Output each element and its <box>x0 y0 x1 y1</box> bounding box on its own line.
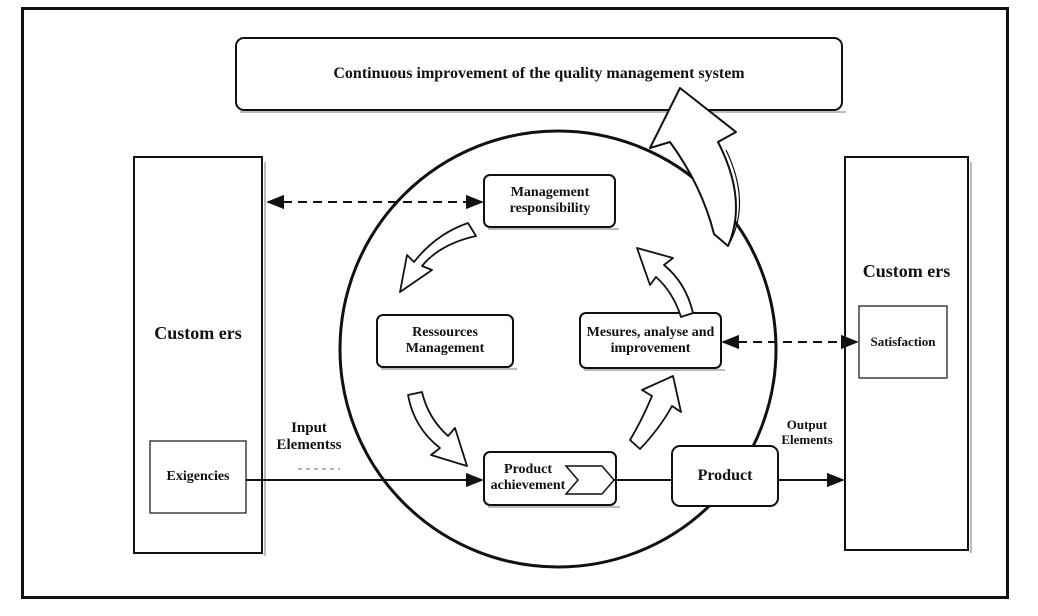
product-achievement-label: Product achievement <box>490 461 566 493</box>
cycle-arrow-bottom-right <box>629 375 682 450</box>
output-elements-label: Output Elements <box>781 417 833 447</box>
diagram-frame <box>21 7 1009 599</box>
exigencies-label: Exigencies <box>166 468 230 484</box>
input-elements-label: Input Elementss <box>276 419 342 453</box>
improvement-up-arrow <box>649 87 737 247</box>
satisfaction-label: Satisfaction <box>870 333 936 349</box>
management-label: Management responsibility <box>509 184 591 216</box>
cycle-arrow-top-left <box>399 222 477 293</box>
right-customers-title: Custom ers <box>862 260 951 281</box>
satisfaction-box <box>858 305 948 379</box>
left-customers-title: Custom ers <box>154 322 242 343</box>
achievement-chevron-icon <box>564 465 615 495</box>
product-label: Product <box>697 466 753 484</box>
exigencies-box <box>149 440 247 514</box>
management-box <box>483 174 616 228</box>
product-box <box>671 445 779 507</box>
resources-label: Ressources Management <box>405 324 485 356</box>
improvement-title-box <box>235 37 843 111</box>
improvement-title: Continuous improvement of the quality ma… <box>333 64 745 82</box>
cycle-arrow-top-right <box>636 247 694 318</box>
measures-label: Mesures, analyse and improvement <box>586 324 715 356</box>
measures-box <box>579 312 722 369</box>
cycle-arrow-bottom-left <box>407 391 468 467</box>
resources-box <box>376 314 514 368</box>
